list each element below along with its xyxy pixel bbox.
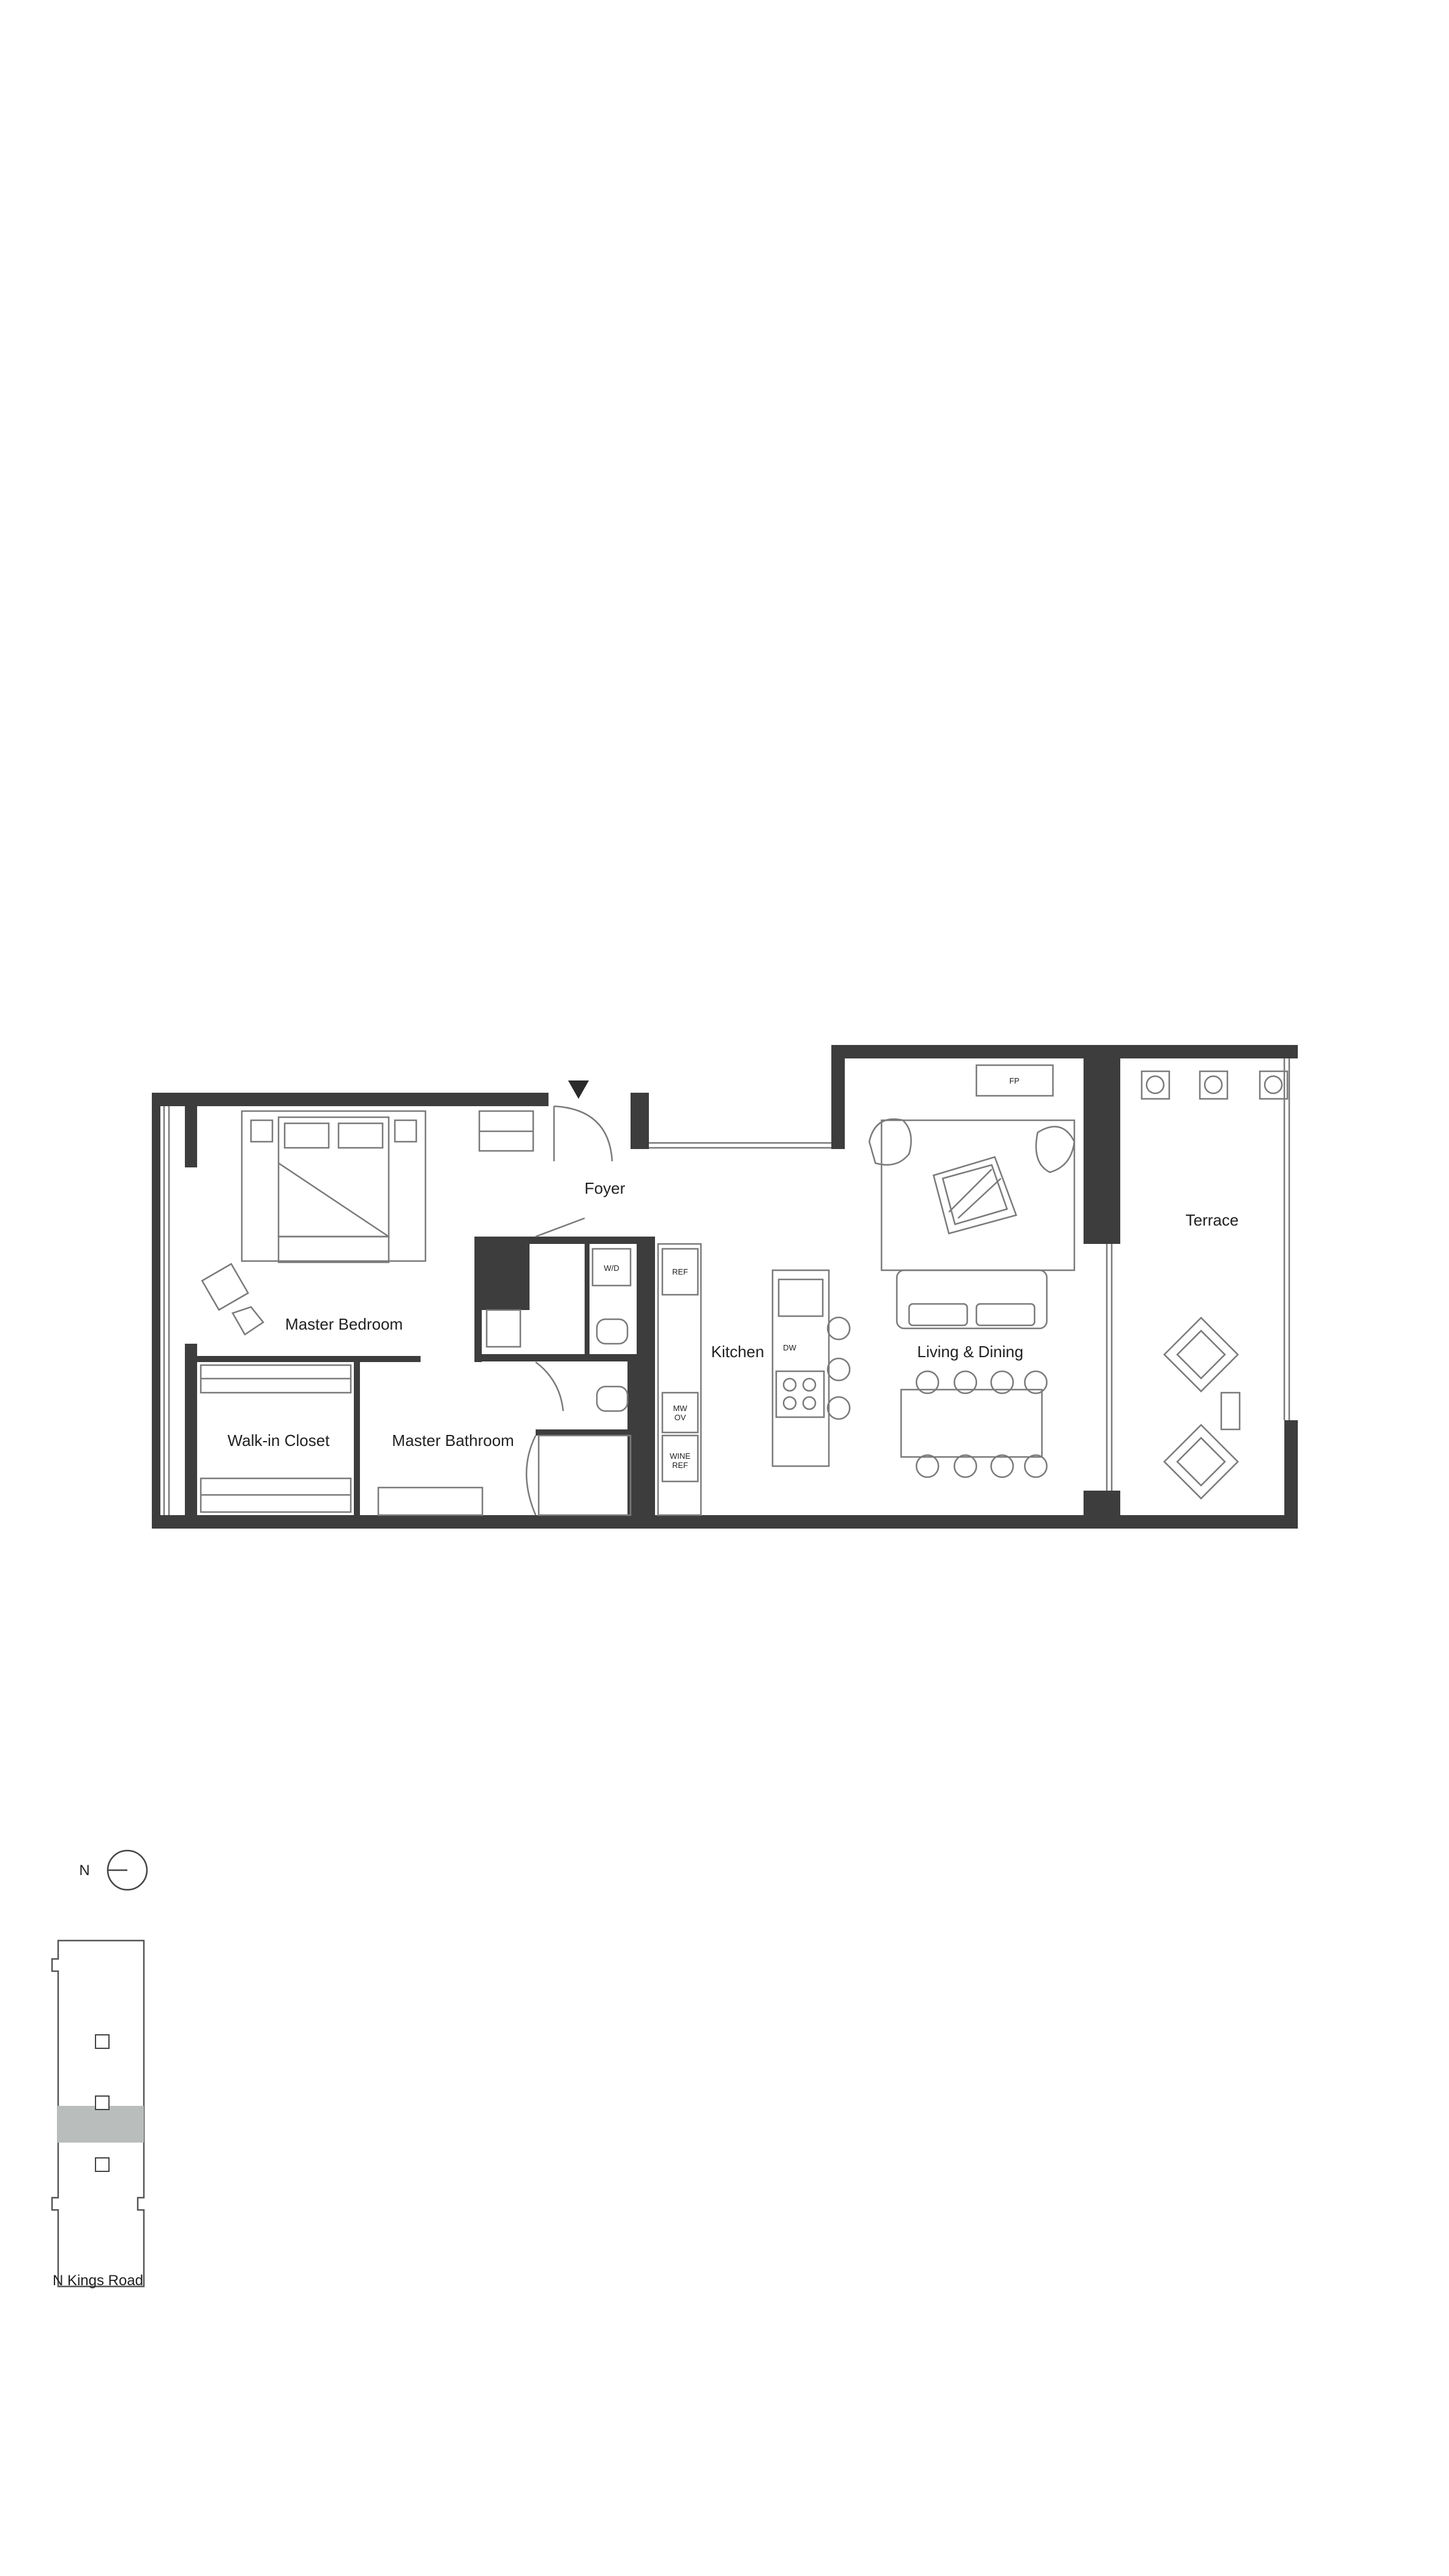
fireplace-box <box>975 1064 1054 1097</box>
wall-core-mid <box>474 1354 655 1361</box>
label-ov: OV <box>675 1413 686 1422</box>
north-indicator: N <box>79 1849 148 1891</box>
label-wd: W/D <box>604 1264 619 1273</box>
closet-rods <box>200 1364 352 1513</box>
wall-foyer-pillar <box>631 1093 649 1149</box>
stool <box>826 1316 851 1341</box>
wall-core-left <box>474 1237 482 1362</box>
bath-door-swing <box>535 1361 564 1412</box>
key-plan-core-1 <box>95 2034 110 2049</box>
label-fp: FP <box>1009 1076 1020 1085</box>
powder-door <box>535 1217 585 1238</box>
toilet-1 <box>596 1318 629 1345</box>
linework <box>163 1058 1290 1516</box>
armchair-right <box>1035 1126 1076 1174</box>
wall-bottom-pier <box>1084 1491 1120 1529</box>
stool <box>826 1396 851 1420</box>
label-master-bedroom: Master Bedroom <box>285 1315 403 1333</box>
label-terrace: Terrace <box>1186 1211 1239 1229</box>
wall-top-left <box>152 1093 519 1106</box>
wall-terrace-right <box>1284 1045 1298 1058</box>
sofa <box>896 1269 1048 1330</box>
wall-wc-split <box>585 1244 590 1354</box>
stool <box>826 1357 851 1382</box>
foyer-door-swing <box>553 1105 613 1162</box>
bed <box>241 1110 427 1264</box>
wall-kitchen-left <box>637 1237 655 1515</box>
label-wine: WINE <box>670 1451 691 1461</box>
wd-box <box>591 1248 632 1287</box>
label-dw: DW <box>783 1343 796 1352</box>
label-walk-in-closet: Walk-in Closet <box>228 1431 330 1450</box>
label-kitchen: Kitchen <box>711 1342 765 1361</box>
street-label: N Kings Road <box>53 2272 143 2289</box>
wall-core-mid2 <box>536 1429 655 1436</box>
bedroom-chair <box>201 1262 264 1336</box>
wall-closet-col <box>185 1344 197 1515</box>
wall-core-block <box>474 1237 530 1310</box>
armchair-left <box>868 1118 912 1166</box>
key-plan-core-3 <box>95 2157 110 2172</box>
label-ref: REF <box>672 1267 688 1276</box>
toilet-2 <box>596 1385 629 1412</box>
wall-closet-split <box>354 1362 360 1515</box>
wall-living-right-pier <box>1084 1045 1120 1244</box>
label-foyer: Foyer <box>585 1179 626 1197</box>
label-master-bathroom: Master Bathroom <box>392 1431 514 1450</box>
label-mw: MW <box>673 1404 687 1413</box>
powder-sink <box>485 1309 522 1348</box>
fixture-labels: FP W/D REF DW MW OV WINE REF <box>604 1076 1019 1470</box>
wall-bath-split <box>627 1361 637 1515</box>
wall-left <box>152 1093 160 1529</box>
key-plan-highlight <box>57 2106 144 2143</box>
label-wine-ref: REF <box>672 1461 688 1470</box>
wall-terrace-top <box>1120 1045 1298 1058</box>
room-labels: Foyer Master Bedroom Walk-in Closet Mast… <box>228 1179 1239 1450</box>
shower <box>537 1434 632 1516</box>
wall-terrace-right-low <box>1284 1420 1298 1529</box>
wine-box <box>661 1434 699 1483</box>
terrace-loungers <box>1163 1316 1241 1500</box>
kitchen-counter <box>657 1243 702 1516</box>
wall-living-left <box>831 1045 845 1149</box>
ref-box <box>661 1248 699 1296</box>
dining-chairs <box>915 1370 1048 1478</box>
walls <box>152 1045 1298 1529</box>
kitchen-island <box>771 1269 830 1467</box>
wall-bottom <box>152 1515 1298 1529</box>
north-label: N <box>79 1862 89 1879</box>
key-plan-core-2 <box>95 2095 110 2110</box>
wall-top-foyer <box>519 1093 549 1106</box>
wall-bedroom-col <box>185 1106 197 1167</box>
key-plan-outline <box>51 1939 145 2288</box>
label-living-dining: Living & Dining <box>917 1342 1023 1361</box>
bath-vanity <box>377 1486 484 1516</box>
wall-bed-closet <box>197 1356 421 1362</box>
key-plan: N Kings Road <box>51 1939 145 2289</box>
wall-core-top <box>474 1237 655 1244</box>
terrace-planters <box>1140 1070 1289 1100</box>
coffee-table <box>932 1156 1017 1235</box>
dining-table <box>900 1388 1043 1458</box>
cooktop <box>775 1370 825 1418</box>
entry-arrow-icon <box>568 1080 589 1099</box>
mw-box <box>661 1391 699 1434</box>
